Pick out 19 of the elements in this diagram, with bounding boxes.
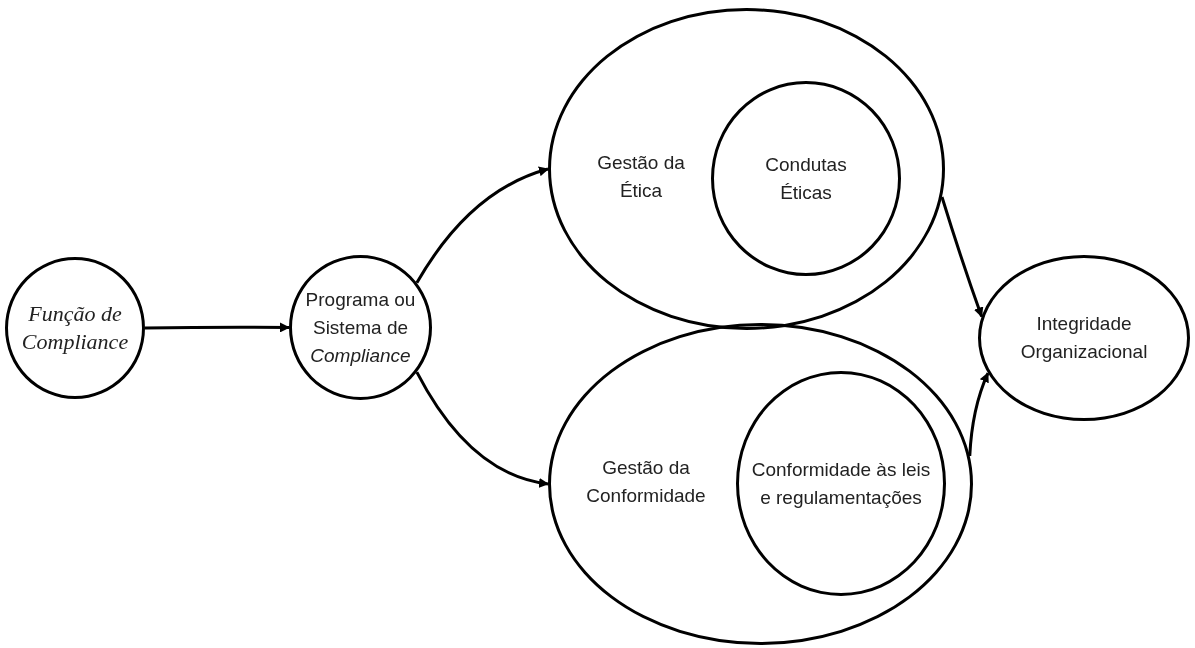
node-label: Condutas Éticas [764,152,848,205]
ellipse-node [548,8,945,330]
arrow [968,372,990,457]
arrow [415,166,549,284]
arrow [144,322,290,333]
node-label: Conformidade às leis e regulamentações [750,457,932,510]
node-label: Gestão da Ética [596,151,686,203]
node-label: Programa ou Sistema de Compliance [304,287,417,368]
ellipse-node [548,323,973,645]
node-label: Função de Compliance [20,300,130,356]
circle-node [711,81,901,276]
node-label: Gestão da Conformidade [585,456,707,508]
arrow [940,196,984,318]
circle-node [5,257,145,399]
circle-node [978,255,1190,421]
node-label: Integridade Organizacional [1019,312,1149,364]
arrow [415,371,549,488]
circle-node [289,255,432,400]
circle-node [736,371,946,596]
